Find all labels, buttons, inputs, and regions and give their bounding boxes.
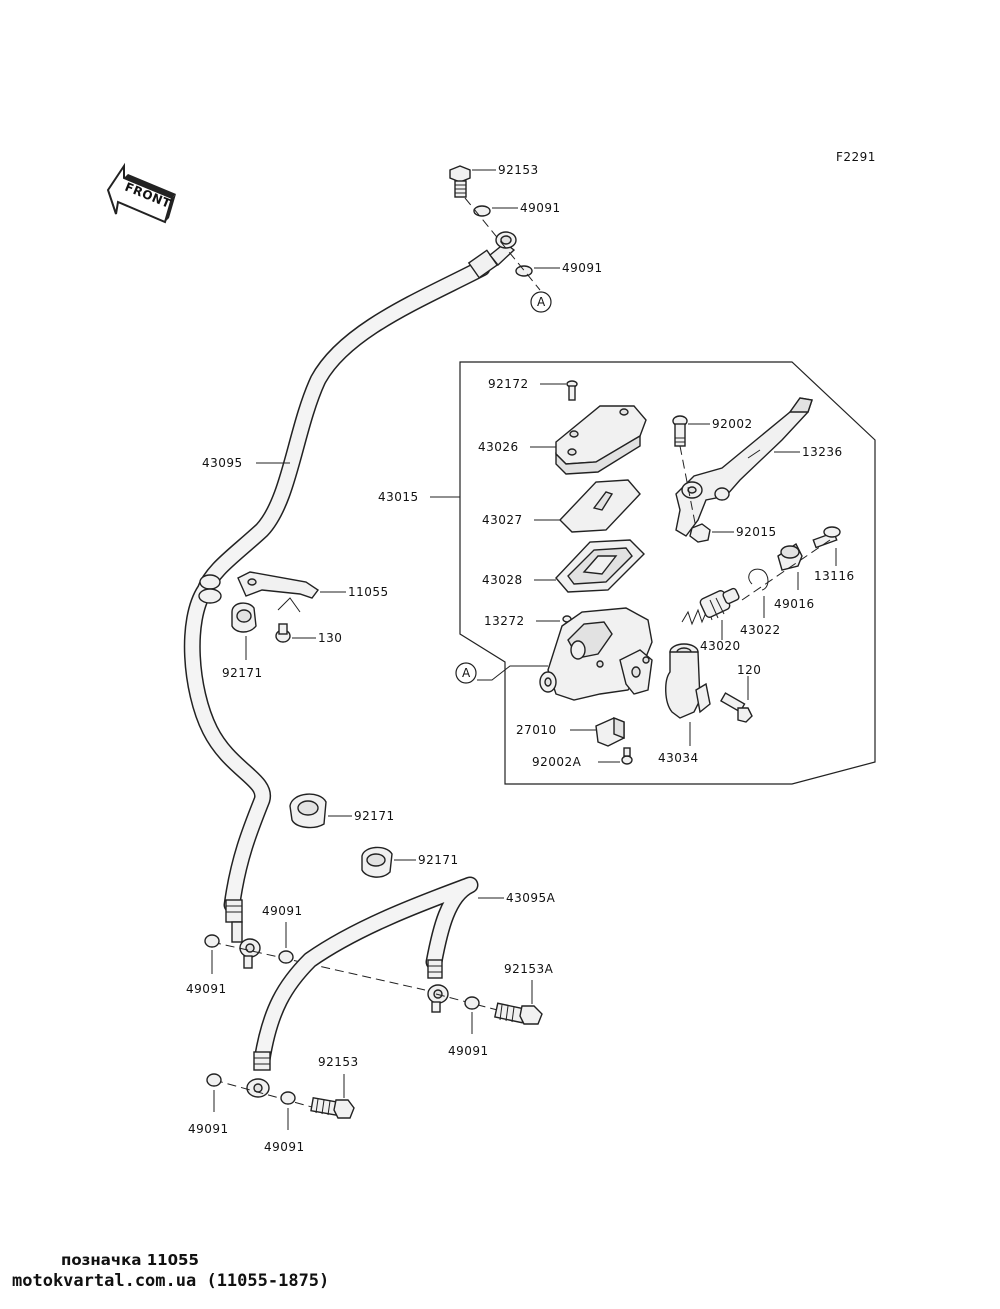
label-43027: 43027 <box>482 513 523 527</box>
label-49091-a: 49091 <box>520 201 561 215</box>
hose-43095 <box>183 259 491 914</box>
ref-a-mid-label: A <box>462 666 471 680</box>
screw-92002a <box>621 747 633 765</box>
washer-49091-d <box>278 950 294 964</box>
label-92015: 92015 <box>736 525 777 539</box>
washer-49091-a <box>473 205 491 217</box>
dust-boot-49016 <box>777 542 803 571</box>
diaphragm-43028 <box>555 539 645 593</box>
figure-code: F2291 <box>836 150 876 164</box>
label-13236: 13236 <box>802 445 843 459</box>
clamp-92171-b <box>289 793 327 829</box>
label-92172: 92172 <box>488 377 529 391</box>
label-11055: 11055 <box>348 585 389 599</box>
bolt-120 <box>720 692 753 723</box>
label-49091-f: 49091 <box>188 1122 229 1136</box>
label-43028: 43028 <box>482 573 523 587</box>
label-49091-b: 49091 <box>562 261 603 275</box>
label-92002a: 92002A <box>532 755 582 769</box>
reservoir-cap-43026 <box>555 405 647 475</box>
circlip-43022 <box>748 568 769 591</box>
bolt-130 <box>275 623 291 643</box>
clamp-92171-a <box>231 602 257 633</box>
diaphragm-plate-43027 <box>559 479 641 533</box>
label-92171-a: 92171 <box>222 666 263 680</box>
label-120: 120 <box>737 663 761 677</box>
label-92153-bottom: 92153 <box>318 1055 359 1069</box>
label-43015: 43015 <box>378 490 419 504</box>
master-cylinder-body <box>539 607 653 701</box>
washer-49091-c <box>204 934 220 948</box>
label-43095: 43095 <box>202 456 243 470</box>
label-92002: 92002 <box>712 417 753 431</box>
switch-27010 <box>595 716 625 747</box>
label-13272: 13272 <box>484 614 525 628</box>
label-43022: 43022 <box>740 623 781 637</box>
screw-92172 <box>566 380 578 401</box>
hose-top-fitting <box>467 231 517 279</box>
push-rod-13116 <box>812 526 841 549</box>
ref-a-top-label: A <box>537 295 546 309</box>
label-92153a: 92153A <box>504 962 554 976</box>
ref-circle-a-top <box>530 291 552 313</box>
label-43034: 43034 <box>658 751 699 765</box>
washer-49091-g <box>280 1091 296 1105</box>
bracket-11055 <box>237 571 320 599</box>
label-49091-e: 49091 <box>448 1044 489 1058</box>
label-43026: 43026 <box>478 440 519 454</box>
washer-49091-b <box>515 265 533 277</box>
piston-spring-43020 <box>681 587 740 626</box>
lever-13236 <box>675 397 813 537</box>
banjo-bolt-92153-top <box>449 165 471 198</box>
washer-49091-e <box>464 996 480 1010</box>
footer-source: motokvartal.com.ua (11055-1875) <box>12 1271 330 1291</box>
label-49091-g: 49091 <box>264 1140 305 1154</box>
label-92153-top: 92153 <box>498 163 539 177</box>
label-49091-d: 49091 <box>262 904 303 918</box>
hose-grommet <box>198 574 222 604</box>
label-130: 130 <box>318 631 342 645</box>
hose-lower-fitting <box>225 899 261 969</box>
nut-92015 <box>689 523 711 543</box>
clamp-92171-c <box>361 846 393 878</box>
label-13116: 13116 <box>814 569 855 583</box>
banjo-bolt-92153-bottom <box>310 1097 355 1119</box>
footer-caption: позначка 11055 <box>61 1251 199 1269</box>
banjo-bolt-92153a <box>494 1002 543 1025</box>
label-43020: 43020 <box>700 639 741 653</box>
label-49016: 49016 <box>774 597 815 611</box>
label-27010: 27010 <box>516 723 557 737</box>
hose-43095a <box>253 876 479 1069</box>
washer-49091-f <box>206 1073 222 1087</box>
label-49091-c: 49091 <box>186 982 227 996</box>
front-arrow-icon: FRONT <box>106 162 176 224</box>
master-cylinder-frame <box>459 361 876 785</box>
holder-43034 <box>665 643 711 719</box>
ref-circle-a-mid <box>455 662 477 684</box>
label-92171-b: 92171 <box>354 809 395 823</box>
pivot-bolt-92002 <box>672 415 688 447</box>
label-43095a: 43095A <box>506 891 556 905</box>
hose-43095a-left-fitting <box>246 1051 271 1098</box>
hose-43095a-right-fitting <box>427 959 449 1013</box>
label-92171-c: 92171 <box>418 853 459 867</box>
